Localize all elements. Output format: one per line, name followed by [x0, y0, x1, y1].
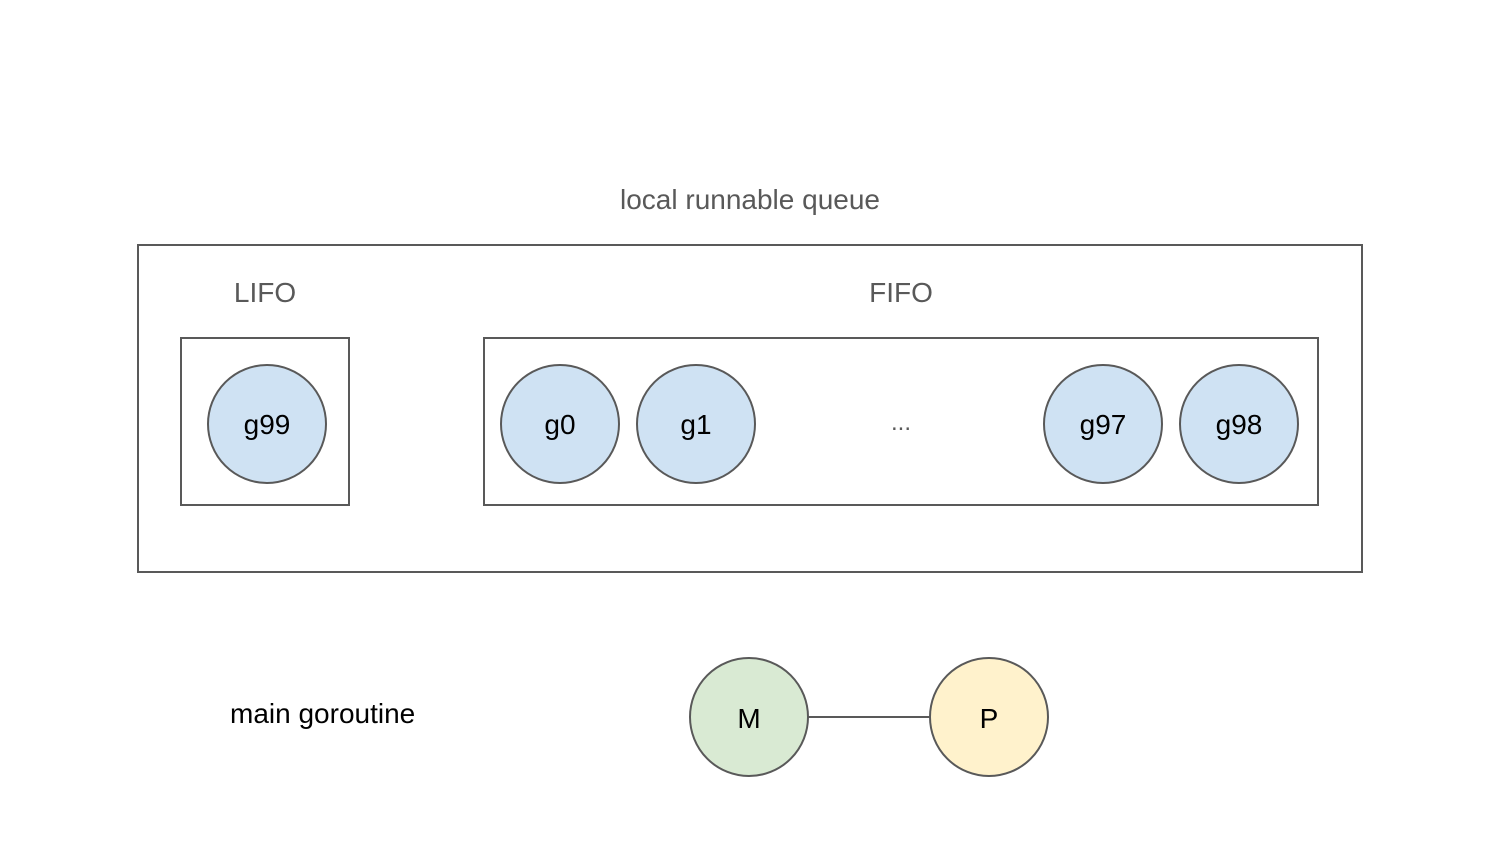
goroutine-node-g1: g1: [636, 364, 756, 484]
machine-circle: [689, 657, 809, 777]
fifo-label: FIFO: [869, 277, 933, 308]
goroutine-circle: [1043, 364, 1163, 484]
goroutine-node-g99: g99: [207, 364, 327, 484]
goroutine-node-g97: g97: [1043, 364, 1163, 484]
goroutine-circle: [207, 364, 327, 484]
goroutine-node-g98: g98: [1179, 364, 1299, 484]
lifo-label: LIFO: [234, 277, 296, 308]
goroutine-label: g1: [680, 409, 711, 440]
processor-node-p: P: [929, 657, 1049, 777]
goroutine-circle: [636, 364, 756, 484]
goroutine-label: g99: [244, 409, 291, 440]
goroutine-circle: [1179, 364, 1299, 484]
machine-node-m: M: [689, 657, 809, 777]
processor-circle: [929, 657, 1049, 777]
local-runnable-queue-box: [137, 244, 1363, 573]
goroutine-label: g98: [1216, 409, 1263, 440]
fifo-box: [483, 337, 1319, 506]
machine-label: M: [737, 703, 760, 734]
processor-label: P: [980, 703, 999, 734]
lifo-box: [180, 337, 350, 506]
goroutine-circle: [500, 364, 620, 484]
goroutine-label: g0: [544, 409, 575, 440]
diagram-title: local runnable queue: [620, 184, 880, 215]
goroutine-label: g97: [1080, 409, 1127, 440]
fifo-ellipsis: ...: [891, 409, 911, 436]
goroutine-node-g0: g0: [500, 364, 620, 484]
main-goroutine-label: main goroutine: [230, 698, 415, 729]
